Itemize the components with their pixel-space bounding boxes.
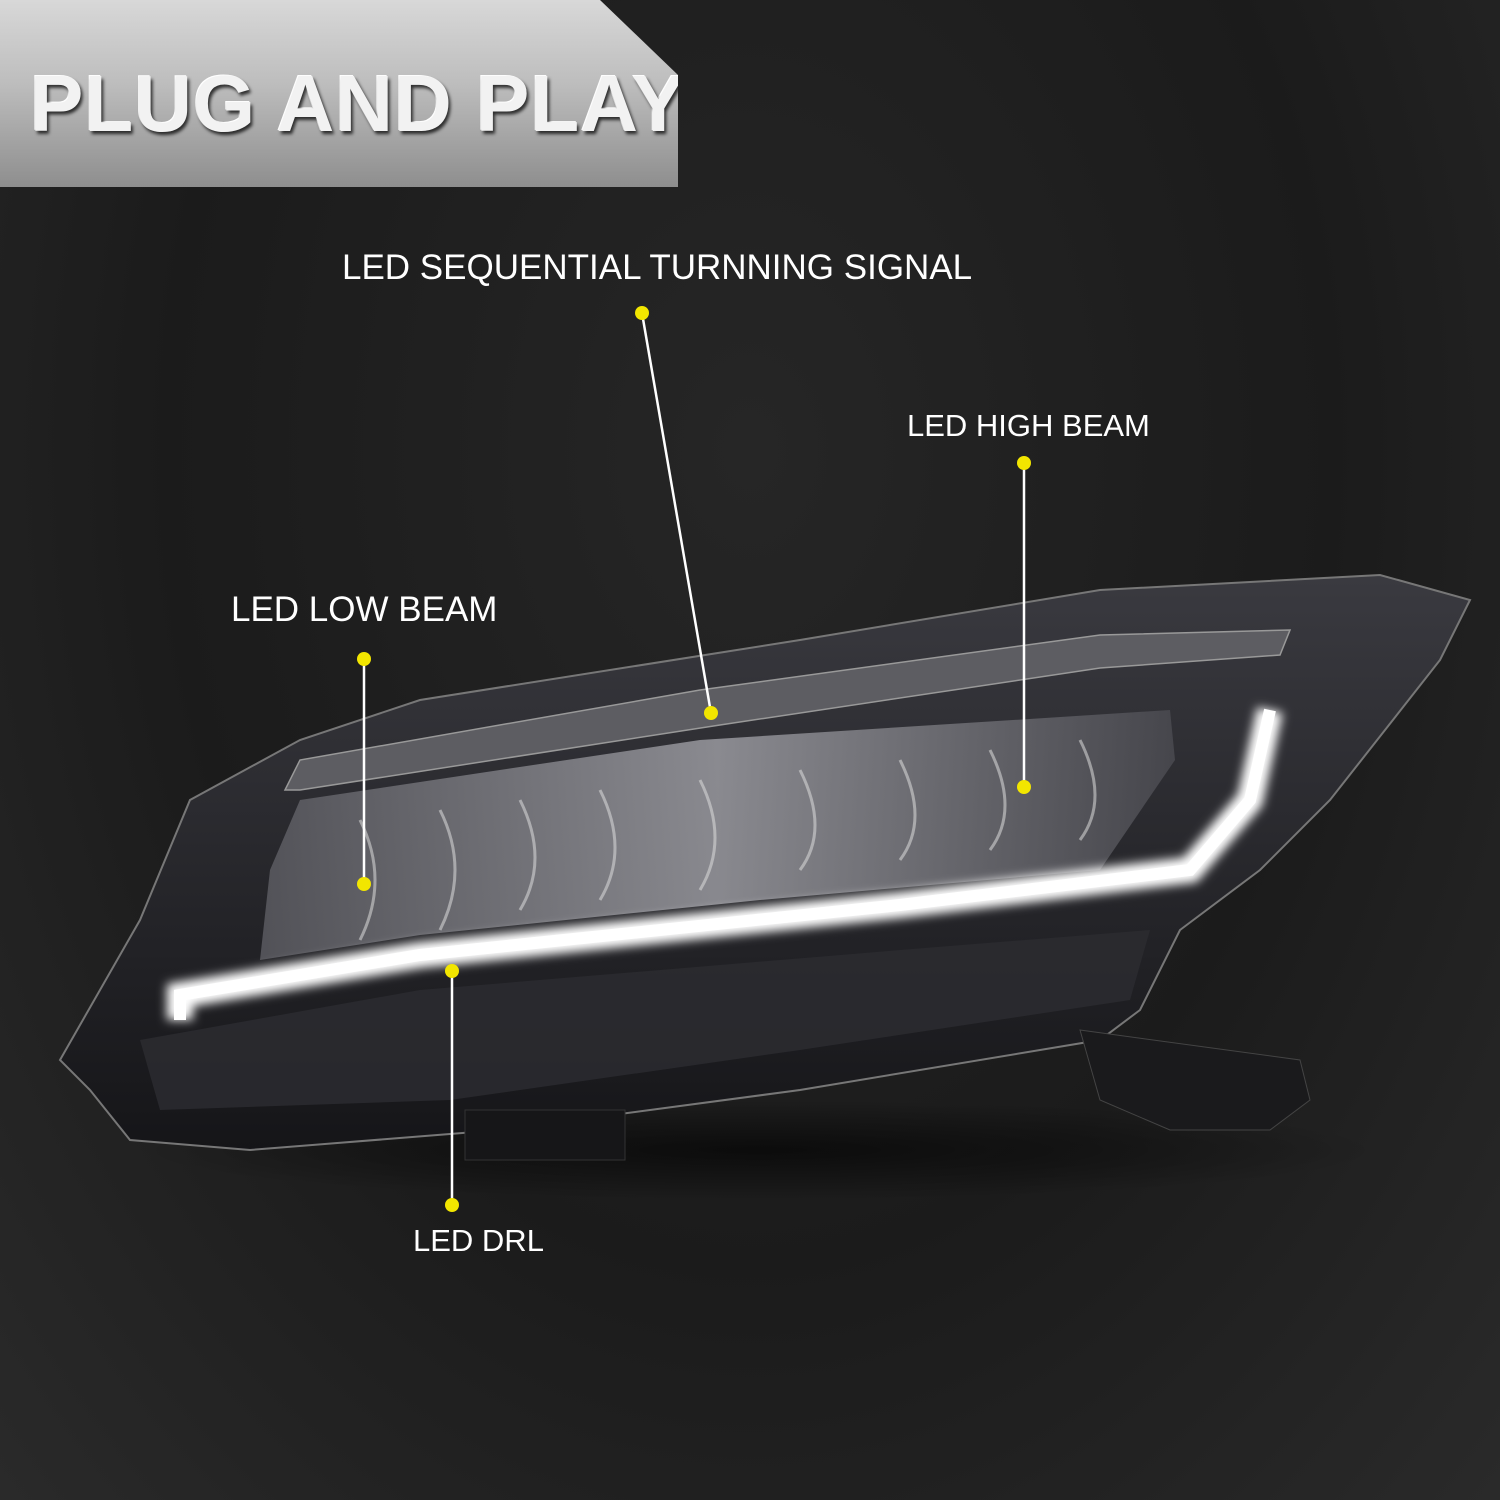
callout-dot [635,306,649,320]
connector-box [464,1109,626,1161]
low-beam-label: LED LOW BEAM [231,590,498,629]
callout-dot [445,964,459,978]
turn-signal-strip [283,629,1292,791]
banner-title: PLUG AND PLAY [30,59,687,148]
callout-dot [1017,780,1031,794]
drl-label: LED DRL [413,1223,544,1258]
mounting-bracket [1079,1029,1311,1131]
lower-panel [140,930,1150,1110]
turn-signal-leader-line [640,312,713,714]
callout-dot [357,877,371,891]
callout-dot [1017,456,1031,470]
callout-dot [357,652,371,666]
high-beam-label: LED HIGH BEAM [907,408,1150,443]
lens-array [260,710,1175,960]
callout-lines [362,312,1026,1205]
title-banner: PLUG AND PLAY [0,0,678,187]
callout-dot [445,1198,459,1212]
callout-dots [357,306,1031,1212]
turn-signal-label: LED SEQUENTIAL TURNNING SIGNAL [342,248,973,287]
callout-dot [704,706,718,720]
lens-reflector-ribs [358,739,1097,941]
